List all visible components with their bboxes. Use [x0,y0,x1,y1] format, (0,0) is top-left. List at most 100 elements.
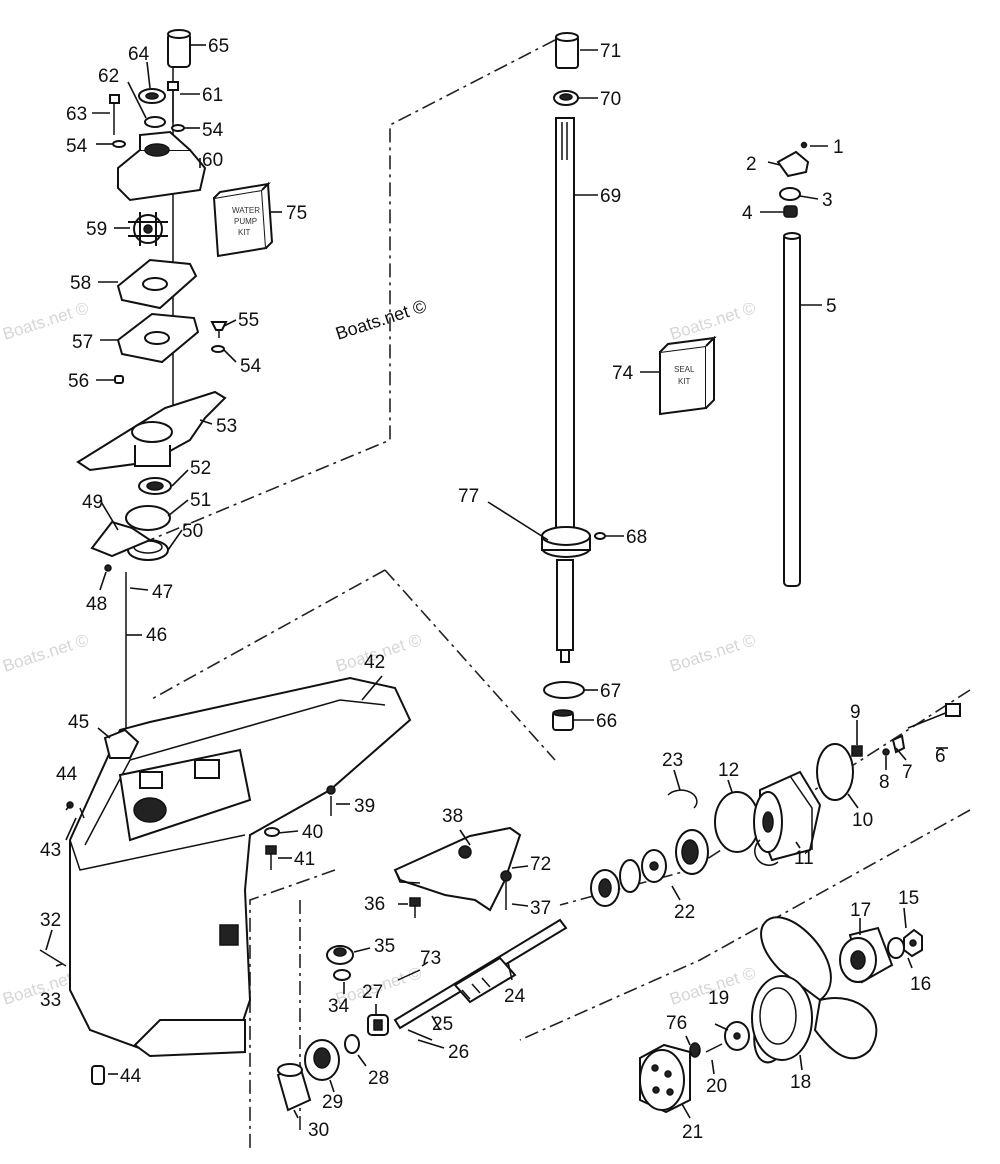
prop-hub-21 [639,1043,691,1114]
kit-label: WATER [232,206,260,215]
part-number: 32 [40,910,61,931]
part-number: 64 [128,44,150,65]
retaining-ring-28 [344,1034,360,1054]
part-number: 8 [879,772,890,793]
clutch-dog [367,1014,389,1036]
water-tube [783,233,801,587]
impeller-plate-seal [138,477,172,495]
part-number: 44 [56,764,78,785]
part-number: 59 [86,219,107,240]
part-number: 43 [40,840,61,861]
part-number: 75 [286,203,307,224]
driveshaft-group [541,32,606,731]
part-number: 5 [826,296,837,317]
water-tube-group [776,141,810,587]
part-number: 19 [708,988,729,1009]
part-number: 54 [240,356,262,377]
retaining-ring-23 [667,789,698,809]
part-number: 70 [600,89,621,110]
part-number: 35 [374,936,395,957]
pin-68 [594,532,606,540]
kit-label: KIT [678,377,691,386]
pinion-gear [326,945,354,965]
part-number: 53 [216,416,237,437]
watermark: Boats.net © [0,630,91,676]
part-number: 28 [368,1068,389,1089]
ring-76 [689,1042,701,1058]
part-number: 58 [70,273,91,294]
part-number: 76 [666,1013,687,1034]
reverse-gear [590,869,620,907]
forward-gear [304,1039,340,1081]
pump-screw-left [109,94,120,135]
driveshaft [555,117,575,539]
part-number: 33 [40,990,61,1011]
pump-screw-right [167,81,179,122]
washer-16 [887,937,905,959]
propeller-group [639,916,923,1114]
part-number: 11 [794,848,814,869]
part-number: 66 [596,711,617,732]
part-number: 60 [202,150,223,171]
prop-nut [903,928,923,958]
gearcase-group [39,676,412,1085]
gasket-49 [90,520,153,558]
part-number: 38 [442,806,463,827]
part-number: 40 [302,822,323,843]
part-number: 7 [902,762,913,783]
part-number: 48 [86,594,107,615]
kit-label: KIT [238,228,251,237]
part-number: 3 [822,190,833,211]
part-number: 10 [852,810,873,831]
part-number: 54 [66,136,88,157]
bushing-66 [552,709,574,731]
part-number: 16 [910,974,931,995]
part-number: 56 [68,371,89,392]
part-number: 51 [190,490,211,511]
pump-plate-upper [116,258,198,310]
carrier-bearing [675,829,709,875]
part-number: 47 [152,582,173,603]
water-pump-group [76,29,228,561]
part-number: 12 [718,760,739,781]
part-number: 9 [850,702,861,723]
part-number: 17 [850,900,871,921]
part-number: 24 [504,986,526,1007]
part-number: 41 [294,849,315,870]
part-number: 69 [600,186,621,207]
pump-o-ring [144,116,166,128]
part-number: 55 [238,310,259,331]
shift-connector [103,728,140,759]
part-number: 36 [364,894,385,915]
part-number: 68 [626,527,647,548]
impeller [128,212,168,246]
part-number: 39 [354,796,375,817]
part-number: 45 [68,712,89,733]
retaining-ring-lower [754,839,779,866]
washer [171,124,185,132]
kit-label: SEAL [674,365,695,374]
watermark: Boats.net © [667,630,758,676]
bracket-38 [393,826,522,912]
spring-73 [397,969,421,981]
part-number: 2 [746,154,757,175]
part-number: 27 [362,982,383,1003]
o-ring-large [125,505,171,531]
seal-kit: SEAL KIT [659,335,717,416]
part-number: 49 [82,492,103,513]
drain-plug [91,1065,105,1085]
part-number: 18 [790,1072,811,1093]
part-number: 29 [322,1092,343,1113]
part-number: 21 [682,1122,703,1143]
part-number: 34 [328,996,350,1017]
part-number: 65 [208,36,229,57]
washer [112,140,126,148]
bolt-6 [907,703,961,729]
part-number: 4 [742,203,753,224]
part-number: 6 [935,746,946,767]
leader-lines [45,44,948,1119]
driveshaft-bearing [541,526,591,558]
pump-sleeve [167,29,191,68]
part-number: 26 [448,1042,469,1063]
part-number: 62 [98,66,119,87]
